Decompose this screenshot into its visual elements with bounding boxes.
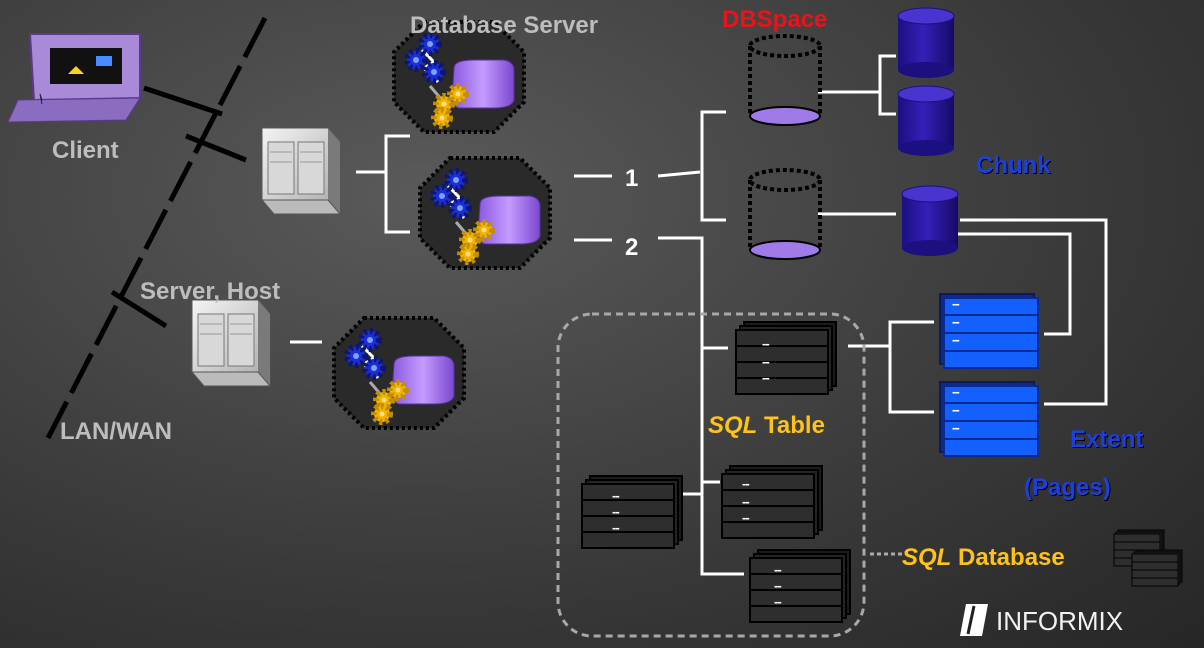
lan-wan-line — [45, 16, 268, 440]
sql-database-label: SQL Database — [902, 544, 1065, 572]
page-mark: -- — [612, 504, 620, 519]
database-server-icon-3 — [334, 318, 464, 428]
page-mark: -- — [762, 370, 770, 385]
page-mark: -- — [952, 384, 960, 399]
page-mark: -- — [952, 296, 960, 311]
page-mark: -- — [952, 420, 960, 435]
server-host-label: Server, Host — [140, 278, 281, 305]
page-mark: -- — [612, 520, 620, 535]
sql-database-rest: Database — [951, 544, 1065, 571]
page-mark: -- — [774, 594, 782, 609]
informix-logo-text: INFORMIX — [996, 606, 1124, 636]
page-mark: -- — [762, 354, 770, 369]
database-server-label: Database Server — [410, 12, 599, 39]
client-label: Client — [52, 137, 119, 164]
server-host-icon-1 — [261, 127, 341, 215]
sql-table-label: SQL Table — [708, 412, 825, 440]
dbspace-cylinder-icon-2 — [748, 168, 822, 261]
page-mark: -- — [774, 562, 782, 577]
dbspace-label: DBSpace — [722, 6, 828, 33]
page-mark: -- — [774, 578, 782, 593]
client-link — [143, 85, 223, 117]
page-mark: -- — [742, 510, 750, 525]
page-mark: -- — [762, 336, 770, 351]
chunk-cylinder-icon-3 — [901, 185, 959, 257]
sql-database-icon — [1113, 529, 1183, 587]
page-mark: -- — [952, 314, 960, 329]
database-server-icon-2 — [420, 158, 550, 268]
sql-table-icon-2 — [581, 475, 683, 549]
lan-wan-label: LAN/WAN — [60, 418, 172, 445]
page-mark: -- — [742, 494, 750, 509]
connector-lines — [574, 54, 1108, 576]
page-mark: -- — [742, 476, 750, 491]
sql-database-italic: SQL — [902, 544, 952, 571]
host-link — [110, 289, 168, 329]
page-mark: -- — [952, 332, 960, 347]
link-1-label: 1 — [625, 165, 639, 192]
informix-logo-icon — [960, 604, 988, 636]
pages-label: (Pages) — [1024, 474, 1111, 501]
sql-table-italic: SQL — [708, 412, 758, 439]
server-bracket — [290, 134, 410, 344]
sql-table-rest: Table — [757, 412, 825, 439]
link-2-label: 2 — [625, 234, 639, 261]
chunk-cylinder-icon-2 — [897, 85, 955, 157]
extent-label: Extent — [1070, 426, 1144, 453]
server-link — [185, 133, 247, 163]
page-mark: -- — [952, 402, 960, 417]
sql-table-icon-1 — [735, 321, 837, 395]
dbspace-cylinder-icon-1 — [748, 34, 822, 127]
sql-table-icon-3 — [721, 465, 823, 539]
page-mark: -- — [612, 488, 620, 503]
chunk-label: Chunk — [976, 152, 1051, 179]
chunk-cylinder-icon-1 — [897, 7, 955, 79]
server-host-icon-2 — [191, 299, 271, 387]
client-computer-icon — [7, 33, 141, 123]
sql-table-icon-4 — [749, 549, 851, 623]
